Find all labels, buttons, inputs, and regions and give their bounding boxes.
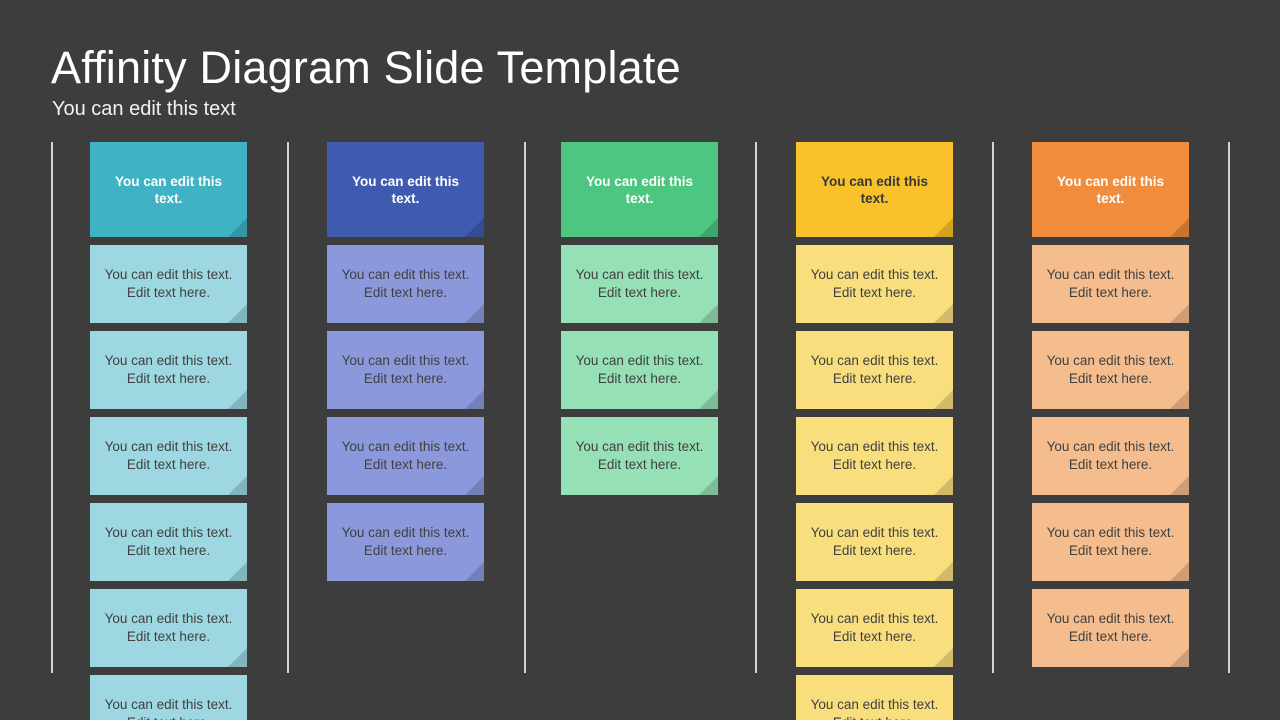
card-header[interactable]: You can edit this text.: [796, 142, 953, 237]
folded-corner-icon: [934, 218, 953, 237]
card-header[interactable]: You can edit this text.: [327, 142, 484, 237]
column-divider-2: [287, 142, 289, 673]
card-item[interactable]: You can edit this text. Edit text here.: [327, 503, 484, 581]
folded-corner-icon: [1170, 218, 1189, 237]
folded-corner-icon: [1170, 476, 1189, 495]
card-item-text: You can edit this text. Edit text here.: [1046, 611, 1175, 644]
folded-corner-icon: [934, 390, 953, 409]
folded-corner-icon: [465, 390, 484, 409]
folded-corner-icon: [934, 648, 953, 667]
column-teal: You can edit this text. You can edit this…: [90, 142, 247, 720]
card-item[interactable]: You can edit this text. Edit text here.: [90, 589, 247, 667]
card-item-text: You can edit this text. Edit text here.: [341, 439, 470, 472]
folded-corner-icon: [228, 304, 247, 323]
card-item-text: You can edit this text. Edit text here.: [104, 439, 233, 472]
card-item[interactable]: You can edit this text. Edit text here.: [561, 331, 718, 409]
card-item-text: You can edit this text. Edit text here.: [575, 439, 704, 472]
card-item[interactable]: You can edit this text. Edit text here.: [327, 245, 484, 323]
card-item-text: You can edit this text. Edit text here.: [1046, 439, 1175, 472]
card-item-text: You can edit this text. Edit text here.: [1046, 267, 1175, 300]
card-item-text: You can edit this text. Edit text here.: [810, 525, 939, 558]
card-item[interactable]: You can edit this text. Edit text here.: [1032, 503, 1189, 581]
folded-corner-icon: [465, 304, 484, 323]
card-header-text: You can edit this text.: [1056, 173, 1164, 206]
column-divider-5: [992, 142, 994, 673]
card-item[interactable]: You can edit this text. Edit text here.: [1032, 331, 1189, 409]
card-item-text: You can edit this text. Edit text here.: [810, 267, 939, 300]
card-item[interactable]: You can edit this text. Edit text here.: [561, 245, 718, 323]
column-green: You can edit this text. You can edit this…: [561, 142, 718, 503]
card-item[interactable]: You can edit this text. Edit text here.: [1032, 245, 1189, 323]
folded-corner-icon: [228, 562, 247, 581]
folded-corner-icon: [699, 476, 718, 495]
folded-corner-icon: [934, 562, 953, 581]
card-item[interactable]: You can edit this text. Edit text here.: [1032, 417, 1189, 495]
card-item-text: You can edit this text. Edit text here.: [1046, 353, 1175, 386]
card-item-text: You can edit this text. Edit text here.: [341, 525, 470, 558]
folded-corner-icon: [465, 562, 484, 581]
card-item[interactable]: You can edit this text. Edit text here.: [90, 417, 247, 495]
card-item[interactable]: You can edit this text. Edit text here.: [796, 503, 953, 581]
card-item[interactable]: You can edit this text. Edit text here.: [796, 245, 953, 323]
card-item-text: You can edit this text. Edit text here.: [104, 697, 233, 720]
card-header[interactable]: You can edit this text.: [1032, 142, 1189, 237]
card-item[interactable]: You can edit this text. Edit text here.: [90, 503, 247, 581]
card-item-text: You can edit this text. Edit text here.: [810, 611, 939, 644]
column-orange: You can edit this text. You can edit this…: [1032, 142, 1189, 675]
card-header-text: You can edit this text.: [114, 173, 222, 206]
card-item[interactable]: You can edit this text. Edit text here.: [327, 331, 484, 409]
card-item-text: You can edit this text. Edit text here.: [104, 267, 233, 300]
card-item[interactable]: You can edit this text. Edit text here.: [90, 331, 247, 409]
page-subtitle: You can edit this text: [52, 98, 236, 120]
card-item-text: You can edit this text. Edit text here.: [810, 439, 939, 472]
card-item-text: You can edit this text. Edit text here.: [104, 525, 233, 558]
card-item-text: You can edit this text. Edit text here.: [575, 267, 704, 300]
folded-corner-icon: [699, 218, 718, 237]
folded-corner-icon: [228, 476, 247, 495]
folded-corner-icon: [228, 648, 247, 667]
card-item-text: You can edit this text. Edit text here.: [104, 353, 233, 386]
card-item-text: You can edit this text. Edit text here.: [341, 353, 470, 386]
card-item[interactable]: You can edit this text. Edit text here.: [796, 589, 953, 667]
card-item[interactable]: You can edit this text. Edit text here.: [90, 675, 247, 720]
folded-corner-icon: [699, 390, 718, 409]
folded-corner-icon: [1170, 304, 1189, 323]
card-item[interactable]: You can edit this text. Edit text here.: [796, 331, 953, 409]
column-yellow: You can edit this text. You can edit this…: [796, 142, 953, 720]
card-item[interactable]: You can edit this text. Edit text here.: [1032, 589, 1189, 667]
folded-corner-icon: [934, 304, 953, 323]
card-item[interactable]: You can edit this text. Edit text here.: [90, 245, 247, 323]
folded-corner-icon: [699, 304, 718, 323]
column-divider-6: [1228, 142, 1230, 673]
folded-corner-icon: [1170, 648, 1189, 667]
card-item-text: You can edit this text. Edit text here.: [1046, 525, 1175, 558]
folded-corner-icon: [934, 476, 953, 495]
card-item[interactable]: You can edit this text. Edit text here.: [796, 675, 953, 720]
card-item-text: You can edit this text. Edit text here.: [810, 353, 939, 386]
page-title: Affinity Diagram Slide Template: [51, 42, 681, 93]
folded-corner-icon: [1170, 390, 1189, 409]
card-header-text: You can edit this text.: [585, 173, 693, 206]
column-divider-4: [755, 142, 757, 673]
folded-corner-icon: [465, 476, 484, 495]
folded-corner-icon: [228, 390, 247, 409]
card-header-text: You can edit this text.: [820, 173, 928, 206]
card-header[interactable]: You can edit this text.: [90, 142, 247, 237]
folded-corner-icon: [465, 218, 484, 237]
card-header-text: You can edit this text.: [351, 173, 459, 206]
card-item-text: You can edit this text. Edit text here.: [575, 353, 704, 386]
card-item-text: You can edit this text. Edit text here.: [810, 697, 939, 720]
card-header[interactable]: You can edit this text.: [561, 142, 718, 237]
card-item-text: You can edit this text. Edit text here.: [341, 267, 470, 300]
column-divider-1: [51, 142, 53, 673]
affinity-board: You can edit this text. You can edit this…: [0, 142, 1280, 720]
column-divider-3: [524, 142, 526, 673]
folded-corner-icon: [1170, 562, 1189, 581]
card-item[interactable]: You can edit this text. Edit text here.: [327, 417, 484, 495]
folded-corner-icon: [228, 218, 247, 237]
card-item-text: You can edit this text. Edit text here.: [104, 611, 233, 644]
card-item[interactable]: You can edit this text. Edit text here.: [796, 417, 953, 495]
card-item[interactable]: You can edit this text. Edit text here.: [561, 417, 718, 495]
column-blue: You can edit this text. You can edit this…: [327, 142, 484, 589]
